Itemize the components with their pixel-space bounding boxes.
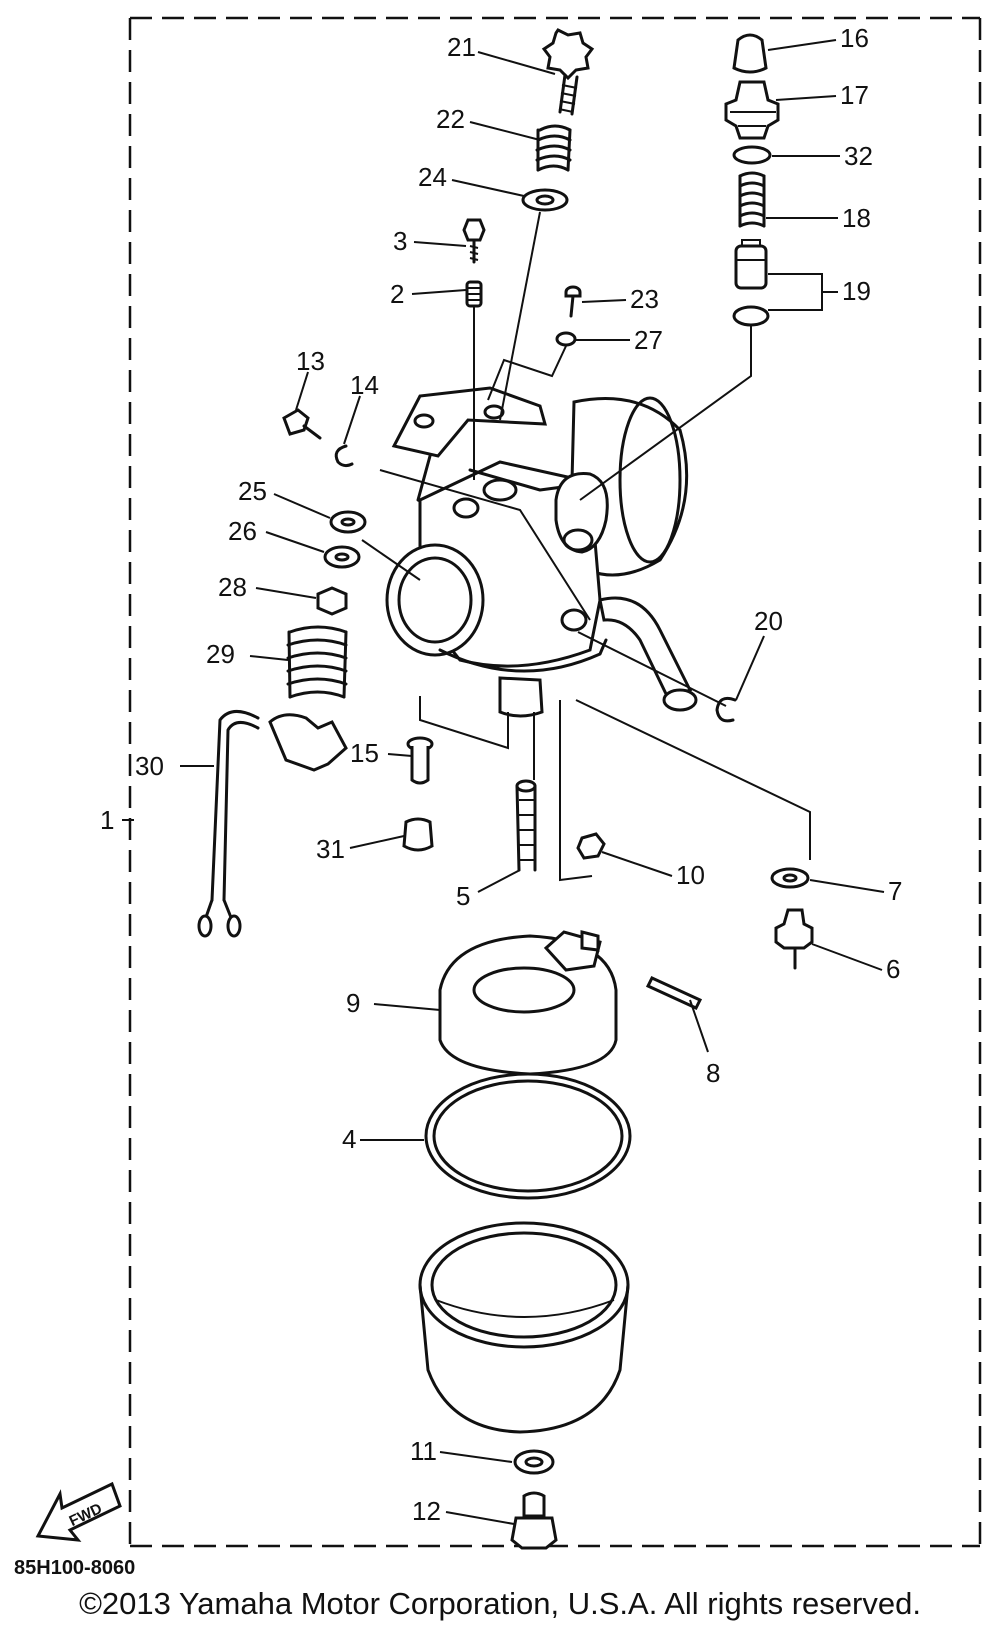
part-heater-assy: [197, 710, 348, 938]
callout-21: 21: [447, 32, 476, 62]
callout-29: 29: [206, 639, 235, 669]
part-clip-14: [334, 444, 354, 468]
callout-5: 5: [456, 881, 470, 911]
part-throttle-stop-screw: [541, 28, 595, 116]
part-drain-plug: [510, 1491, 558, 1550]
callout-11: 11: [410, 1436, 437, 1466]
callout-8: 8: [706, 1058, 720, 1088]
part-plug-15: [406, 736, 434, 785]
part-throttle-stop-spring: [535, 124, 572, 172]
part-mixing-chamber-top: [724, 80, 780, 140]
callout-1: 1: [100, 805, 114, 835]
callout-13: 13: [296, 346, 325, 376]
callout-17: 17: [840, 80, 869, 110]
part-needle-jet: [515, 779, 537, 872]
callout-32: 32: [844, 141, 873, 171]
callout-4: 4: [342, 1124, 356, 1154]
part-pilot-jet: [576, 832, 606, 860]
callout-7: 7: [888, 876, 902, 906]
callout-2: 2: [390, 279, 404, 309]
callout-30: 30: [135, 751, 164, 781]
callout-26: 26: [228, 516, 257, 546]
part-plug-31: [402, 817, 434, 852]
callout-leaders: [122, 39, 885, 1525]
part-nut-28: [316, 586, 348, 616]
part-float-pin: [645, 976, 703, 1010]
part-lock-washer-27: [555, 331, 577, 347]
part-washer-26: [323, 545, 361, 569]
callout-19: 19: [842, 276, 871, 306]
part-starter-plunger-set: [732, 239, 823, 327]
callout-10: 10: [676, 860, 705, 890]
callout-20: 20: [754, 606, 783, 636]
assembly-guide-lines: [361, 211, 811, 882]
part-screw-13: [282, 408, 322, 440]
part-cap: [732, 33, 768, 74]
callout-14: 14: [350, 370, 379, 400]
callout-18: 18: [842, 203, 871, 233]
part-float-chamber: [418, 1221, 630, 1434]
part-washer-7: [770, 867, 810, 889]
callout-labels: 21 22 24 3 2 23 27 16 17 32 18 19 13 14 …: [100, 23, 902, 1526]
callout-9: 9: [346, 988, 360, 1018]
callout-6: 6: [886, 954, 900, 984]
assembly-boundary: [128, 16, 982, 1548]
callout-25: 25: [238, 476, 267, 506]
part-drain-gasket: [513, 1449, 555, 1475]
part-o-ring-32: [732, 145, 772, 165]
part-float: [438, 930, 618, 1076]
callout-24: 24: [418, 162, 447, 192]
callout-31: 31: [316, 834, 345, 864]
copyright-notice: ©2013 Yamaha Motor Corporation, U.S.A. A…: [79, 1586, 921, 1621]
part-needle-valve: [774, 908, 814, 970]
fwd-arrow-icon: FWD: [35, 1481, 122, 1542]
part-screw-23: [564, 285, 582, 318]
callout-3: 3: [393, 226, 407, 256]
part-spring-29: [286, 625, 348, 699]
callout-16: 16: [840, 23, 869, 53]
part-washer-25: [329, 510, 367, 534]
callout-12: 12: [412, 1496, 441, 1526]
part-starter-spring: [738, 171, 766, 228]
callout-27: 27: [634, 325, 663, 355]
callout-23: 23: [630, 284, 659, 314]
part-float-chamber-gasket: [424, 1072, 632, 1200]
part-washer-24: [521, 188, 569, 212]
part-clip-20: [715, 696, 737, 723]
callout-28: 28: [218, 572, 247, 602]
callout-22: 22: [436, 104, 465, 134]
part-pilot-spring: [465, 280, 483, 308]
callout-15: 15: [350, 738, 379, 768]
figure-code: 85H100-8060: [14, 1557, 135, 1579]
part-pilot-screw: [462, 218, 486, 264]
